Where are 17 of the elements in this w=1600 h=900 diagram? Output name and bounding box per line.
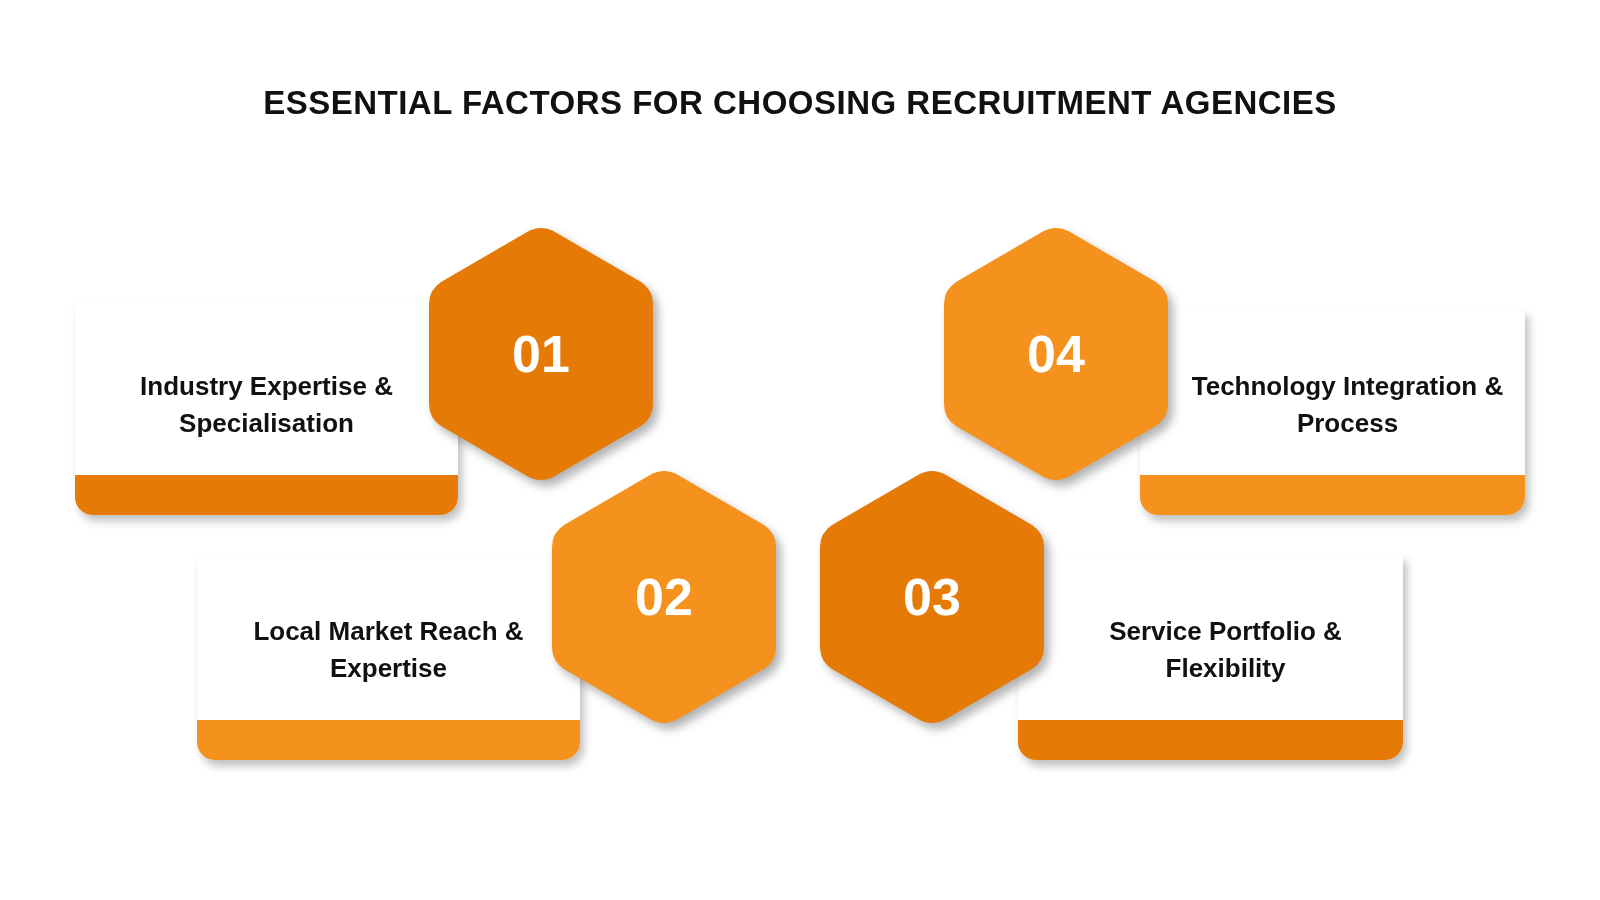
hexagon-badge <box>552 471 776 723</box>
title: ESSENTIAL FACTORS FOR CHOOSING RECRUITMENT AGENCIES <box>262 84 1338 122</box>
step-number: 02 <box>635 567 693 627</box>
factor-card <box>197 555 580 760</box>
step-number: 04 <box>1027 324 1085 384</box>
hexagon-badge <box>429 228 653 480</box>
factor-text: Industry Expertise & Specialisation <box>139 370 394 440</box>
factor-text: Service Portfolio & Flexibility <box>1108 615 1343 685</box>
hexagon-badge <box>820 471 1044 723</box>
hexagon-badge <box>944 228 1168 480</box>
factor-card <box>75 300 458 515</box>
factor-text: Technology Integration & Process <box>1190 370 1505 440</box>
step-number: 03 <box>903 567 961 627</box>
step-number: 01 <box>512 324 570 384</box>
factor-card <box>1018 555 1403 760</box>
factor-text: Local Market Reach & Expertise <box>252 615 525 685</box>
factor-card <box>1140 310 1525 515</box>
